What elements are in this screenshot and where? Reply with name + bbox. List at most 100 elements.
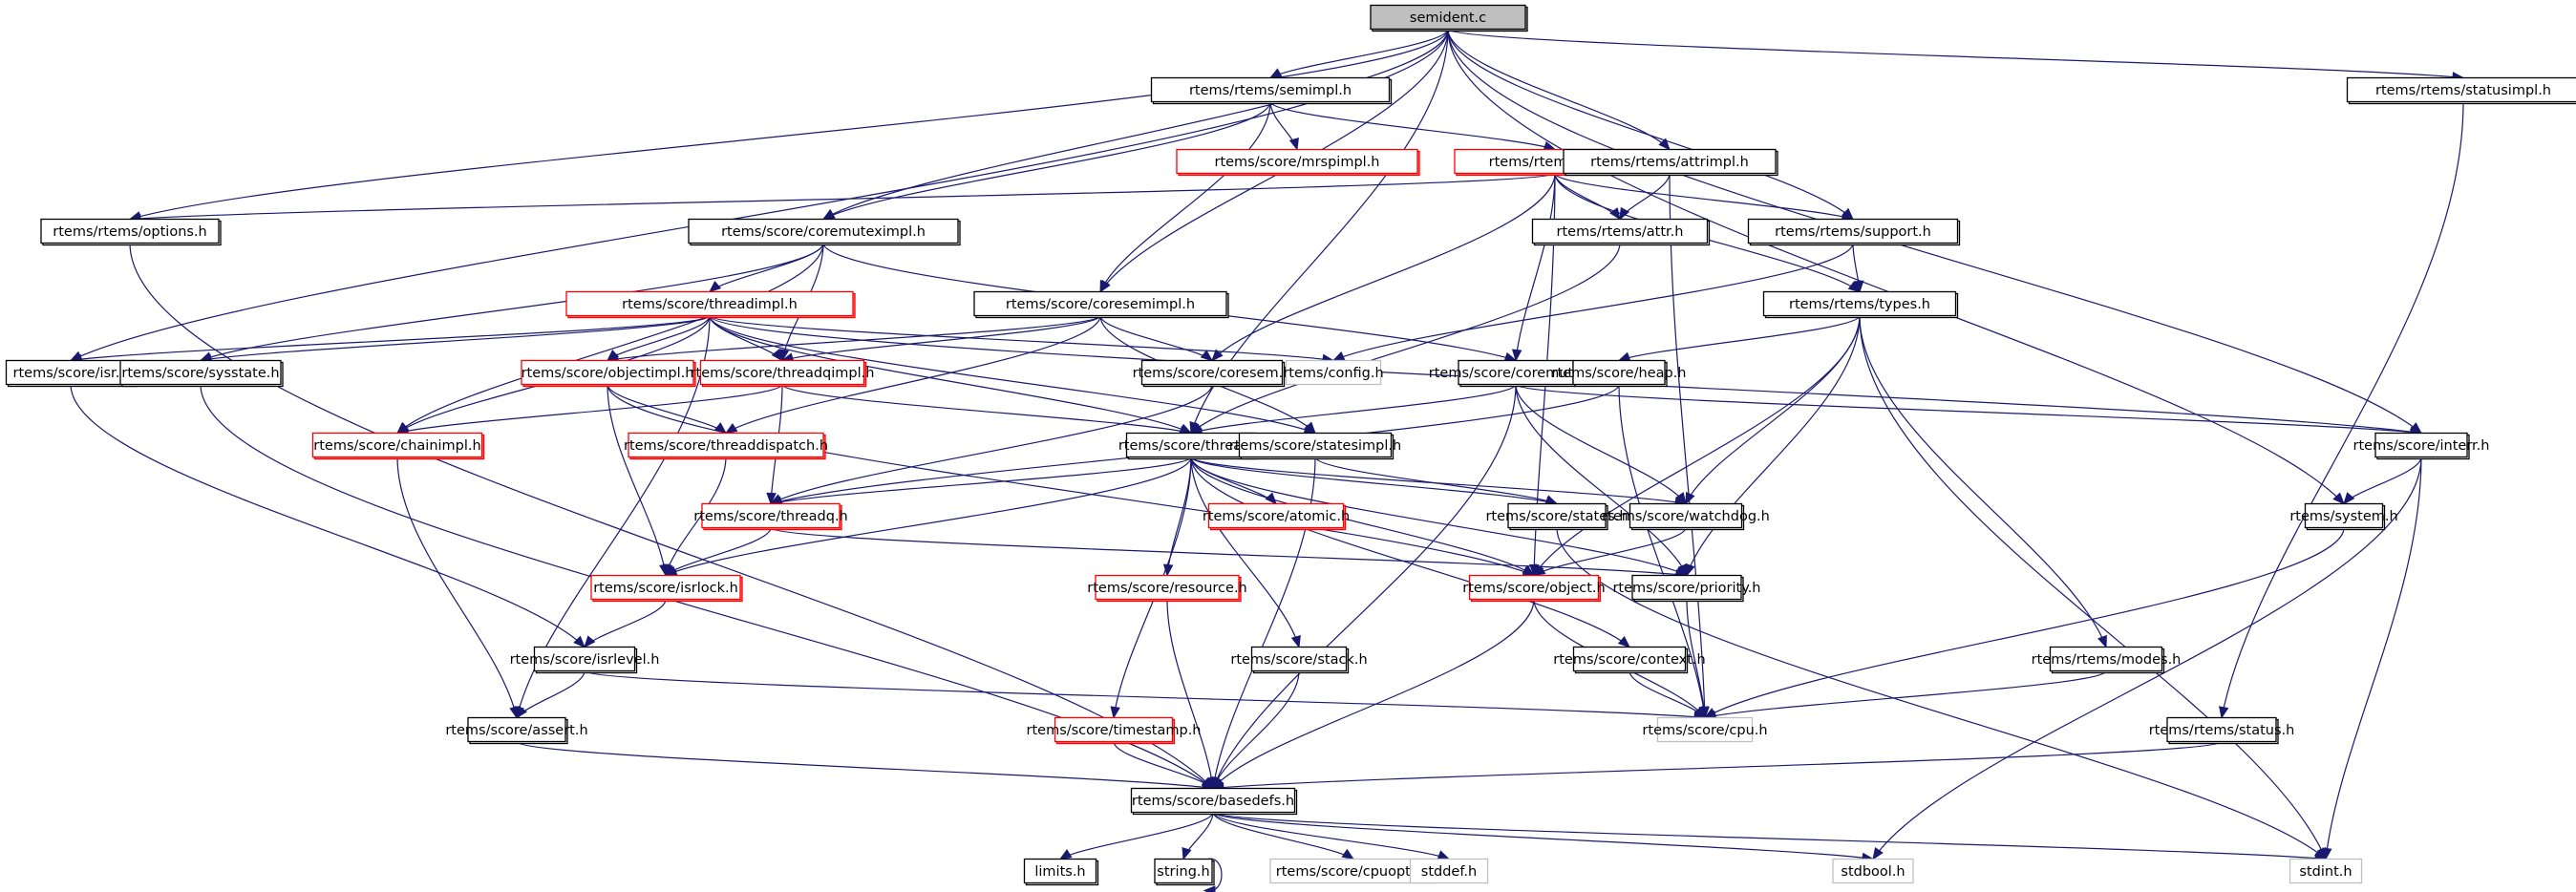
node-label: rtems/score/threadimpl.h: [622, 297, 798, 312]
arrowhead-icon: [766, 492, 777, 505]
edge-types-to-object: [1533, 315, 1861, 577]
arrowhead-icon: [1290, 635, 1301, 648]
node-semimpl[interactable]: rtems/rtems/semimpl.h: [1150, 76, 1393, 105]
node-status[interactable]: rtems/rtems/status.h: [2149, 716, 2295, 745]
edge-coremutex-to-priority: [1515, 384, 1688, 577]
arrowhead-icon: [1268, 68, 1283, 79]
node-label: rtems/score/isrlevel.h: [510, 652, 660, 668]
arrowhead-icon: [1212, 775, 1222, 790]
node-priority[interactable]: rtems/score/priority.h: [1612, 574, 1761, 603]
node-statesimpl[interactable]: rtems/score/statesimpl.h: [1229, 432, 1401, 460]
node-context[interactable]: rtems/score/context.h: [1553, 646, 1706, 674]
node-cpuopts[interactable]: rtems/score/cpuopts.h: [1269, 858, 1437, 884]
edge-basedefs-to-string: [1182, 812, 1214, 860]
node-label: rtems/rtems/support.h: [1775, 224, 1931, 240]
node-statusimpl[interactable]: rtems/rtems/statusimpl.h: [2346, 76, 2576, 105]
node-coresem[interactable]: rtems/score/coresem.h: [1133, 359, 1292, 388]
node-box: [590, 574, 741, 601]
node-box: [533, 646, 636, 672]
node-objectimpl[interactable]: rtems/score/objectimpl.h: [521, 359, 696, 388]
node-mrspimpl[interactable]: rtems/score/mrspimpl.h: [1176, 148, 1420, 177]
node-heap[interactable]: rtems/score/heap.h: [1552, 359, 1687, 388]
arrowhead-icon: [573, 635, 585, 648]
node-isrlevel[interactable]: rtems/score/isrlevel.h: [510, 646, 660, 674]
node-threaddispatch[interactable]: rtems/score/threaddispatch.h: [624, 432, 828, 460]
node-stdint[interactable]: stdint.h: [2289, 858, 2363, 884]
node-box: [119, 359, 282, 386]
arrowhead-icon: [1522, 564, 1536, 577]
node-states[interactable]: rtems/score/states.h: [1485, 502, 1629, 531]
arrowhead-icon: [2219, 706, 2229, 719]
node-basedefs[interactable]: rtems/score/basedefs.h: [1130, 787, 1298, 816]
node-isr[interactable]: rtems/score/isr.h: [5, 359, 138, 388]
edge-semimpl-to-mrspimpl: [1269, 101, 1299, 151]
node-threadq[interactable]: rtems/score/threadq.h: [693, 502, 848, 531]
node-threadqimpl[interactable]: rtems/score/threadqimpl.h: [691, 359, 875, 388]
node-cpu[interactable]: rtems/score/cpu.h: [1642, 716, 1768, 743]
node-options[interactable]: rtems/rtems/options.h: [40, 218, 222, 246]
edge-thread-to-watchdog: [1190, 456, 1688, 507]
node-label: rtems/rtems/options.h: [53, 224, 206, 240]
node-interr[interactable]: rtems/score/interr.h: [2353, 432, 2490, 460]
node-label: rtems/score/isrlock.h: [593, 581, 738, 596]
node-config[interactable]: rtems/config.h: [1283, 359, 1384, 386]
node-coresemimpl[interactable]: rtems/score/coresemimpl.h: [973, 290, 1229, 319]
node-label: rtems/config.h: [1283, 366, 1383, 381]
node-attrimpl[interactable]: rtems/rtems/attrimpl.h: [1563, 148, 1778, 177]
node-system[interactable]: rtems/system.h: [2289, 502, 2398, 531]
node-label: rtems/score/chainimpl.h: [313, 438, 480, 454]
arrowhead-icon: [1685, 491, 1695, 505]
node-stdbool[interactable]: stdbool.h: [1832, 858, 1914, 884]
node-timestamp[interactable]: rtems/score/timestamp.h: [1027, 716, 1202, 745]
node-label: rtems/rtems/attr.h: [1557, 224, 1684, 240]
arrowhead-icon: [1437, 850, 1451, 860]
node-stack[interactable]: rtems/score/stack.h: [1230, 646, 1368, 674]
edge-objectimpl-to-isrlock: [607, 384, 670, 577]
edge-semident-to-statusimpl: [1447, 28, 2465, 82]
node-label: limits.h: [1034, 864, 1085, 880]
node-limits[interactable]: limits.h: [1023, 858, 1099, 886]
edge-statesimpl-to-states: [1314, 457, 1559, 505]
arrowhead-icon: [1617, 636, 1630, 648]
node-label: string.h: [1157, 864, 1209, 880]
node-label: rtems/score/mrspimpl.h: [1214, 155, 1379, 170]
edge-attr-to-thread: [1190, 243, 1621, 435]
node-box: [2346, 76, 2576, 103]
node-box: [1095, 574, 1240, 601]
edge-semident-to-support: [1447, 29, 1854, 221]
edge-sem-to-support: [1554, 172, 1855, 222]
node-label: rtems/rtems/attrimpl.h: [1590, 155, 1749, 170]
node-box: [2374, 432, 2468, 458]
node-attr[interactable]: rtems/rtems/attr.h: [1531, 218, 1711, 246]
node-box: [1125, 432, 1257, 458]
node-isrlock[interactable]: rtems/score/isrlock.h: [590, 574, 743, 603]
node-coremutex[interactable]: rtems/score/coremutex.h: [1429, 359, 1603, 388]
node-thread[interactable]: rtems/score/thread.h: [1118, 432, 1264, 460]
node-label: rtems/score/stack.h: [1230, 652, 1367, 668]
node-atomic[interactable]: rtems/score/atomic.h: [1203, 502, 1350, 531]
node-types[interactable]: rtems/rtems/types.h: [1762, 290, 1959, 319]
node-assert[interactable]: rtems/score/assert.h: [445, 716, 588, 745]
edge-types-to-stdint: [1859, 315, 2327, 860]
edge-interr-to-stdint: [2322, 457, 2422, 860]
node-stddef[interactable]: stddef.h: [1409, 858, 1489, 884]
node-sysstate[interactable]: rtems/score/sysstate.h: [119, 359, 284, 388]
node-box: [1409, 858, 1489, 884]
node-label: rtems/score/states.h: [1485, 509, 1628, 524]
node-modes[interactable]: rtems/rtems/modes.h: [2032, 646, 2182, 674]
node-resource[interactable]: rtems/score/resource.h: [1087, 574, 1247, 603]
edge-coresemimpl-to-coresem: [1099, 315, 1214, 362]
node-chainimpl[interactable]: rtems/score/chainimpl.h: [311, 432, 485, 460]
node-threadimpl[interactable]: rtems/score/threadimpl.h: [565, 290, 856, 319]
node-coremuteximpl[interactable]: rtems/score/coremuteximpl.h: [688, 218, 961, 246]
node-box: [1468, 574, 1600, 601]
node-support[interactable]: rtems/rtems/support.h: [1747, 218, 1961, 246]
node-watchdog[interactable]: rtems/score/watchdog.h: [1602, 502, 1770, 531]
edge-options-to-basedefs: [129, 243, 1214, 790]
node-string[interactable]: string.h: [1154, 858, 1215, 886]
edge-object-to-basedefs: [1212, 599, 1535, 790]
node-object[interactable]: rtems/score/object.h: [1462, 574, 1606, 603]
arrowhead-icon: [1304, 421, 1316, 435]
node-semident: semident.c: [1370, 4, 1528, 32]
edge-interr-to-stdbool: [1872, 457, 2422, 860]
